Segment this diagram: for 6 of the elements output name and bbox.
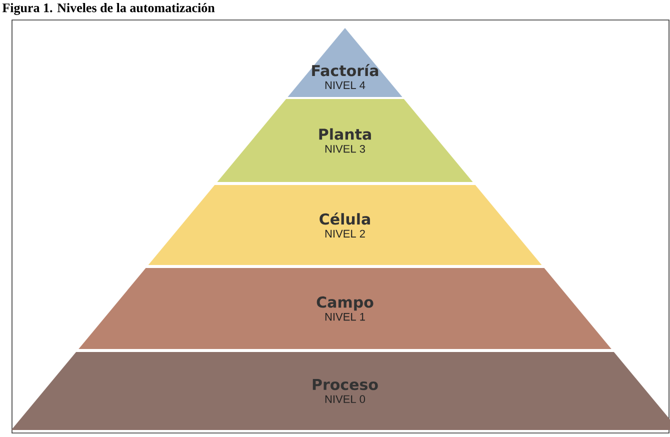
pyramid-level: Célula NIVEL 2 <box>148 185 542 265</box>
pyramid-level: Factoría NIVEL 4 <box>288 28 402 97</box>
pyramid-level: Proceso NIVEL 0 <box>11 352 670 430</box>
pyramid-level: Planta NIVEL 3 <box>217 99 473 182</box>
figure-title: Figura 1. Niveles de la automatización <box>2 3 215 15</box>
pyramid-level: Campo NIVEL 1 <box>78 268 612 349</box>
